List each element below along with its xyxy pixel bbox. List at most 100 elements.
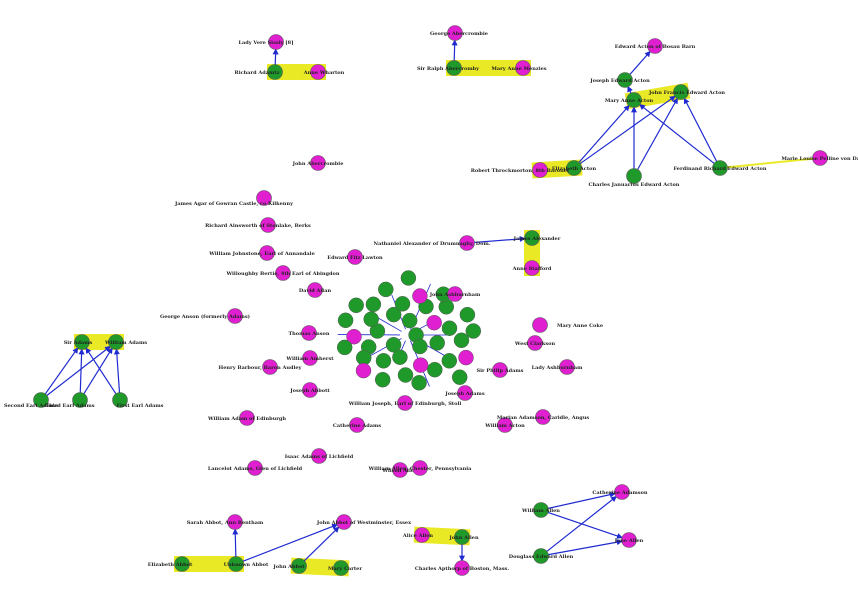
female-node-circle[interactable] [559, 359, 575, 375]
female-node-circle[interactable] [447, 286, 463, 302]
female-node-circle[interactable] [535, 409, 551, 425]
graph-node-n63[interactable]: Charles Apthorp of Boston, Mass. [415, 560, 509, 576]
female-node-circle[interactable] [532, 162, 548, 178]
male-node-circle[interactable] [617, 72, 633, 88]
female-node-circle[interactable] [311, 448, 327, 464]
female-node-circle[interactable] [227, 308, 243, 324]
graph-node-n32[interactable]: Sir Adams [64, 334, 93, 350]
graph-node-n7[interactable]: Edward Acton of Bosau Barn [615, 38, 696, 54]
female-node-circle[interactable] [302, 382, 318, 398]
graph-node-n1[interactable]: Lady Vere Sissly [8] [239, 34, 294, 50]
male-node-circle[interactable] [74, 334, 90, 350]
graph-node-n60[interactable]: Mary Carter [328, 560, 362, 576]
graph-node-n31[interactable]: William Amherst [285, 350, 334, 366]
female-node-circle[interactable] [392, 462, 408, 478]
graph-node-n26[interactable]: George Anson (formerly Adams) [160, 308, 250, 324]
graph-node-n2[interactable]: Richard Adamtz [235, 64, 283, 80]
graph-node-n25[interactable]: John Ashburnham [429, 286, 481, 302]
graph-node-n48[interactable]: Lancelot Adams, Glen of Lichfield [208, 460, 303, 476]
female-node-circle[interactable] [262, 359, 278, 375]
female-node-circle[interactable] [459, 235, 475, 251]
female-node-circle[interactable] [259, 245, 275, 261]
female-node-circle[interactable] [349, 417, 365, 433]
female-node-circle[interactable] [336, 514, 352, 530]
female-node-circle[interactable] [647, 38, 663, 54]
graph-node-n15[interactable]: Robert Throckmorton, 8th Baronet [471, 162, 570, 178]
graph-node-n27[interactable]: David Allan [299, 282, 332, 298]
female-node-circle[interactable] [397, 395, 413, 411]
female-node-circle[interactable] [247, 460, 263, 476]
graph-node-n5[interactable]: Sir Ralph Abercromby [417, 60, 480, 76]
female-node-circle[interactable] [524, 260, 540, 276]
graph-node-n47[interactable]: Isaac Adams of Lichfield [285, 448, 354, 464]
graph-node-n8[interactable]: Joseph Edward Acton [589, 72, 650, 88]
female-node-circle[interactable] [614, 484, 630, 500]
male-node-circle[interactable] [524, 230, 540, 246]
graph-node-n30[interactable]: West Clarkson [514, 335, 556, 351]
male-node-circle[interactable] [108, 334, 124, 350]
graph-node-n41[interactable]: Joseph Abbott [289, 382, 330, 398]
graph-node-n34[interactable]: Second Earl Adams [4, 392, 58, 410]
graph-node-n10[interactable]: John Francis Edward Acton [648, 84, 725, 100]
graph-node-n37[interactable]: Henry Barbour, Baron Audley [219, 359, 303, 375]
graph-node-n53[interactable]: Jane Allen [614, 532, 644, 548]
graph-node-n61[interactable]: Alice Allen [402, 527, 434, 543]
male-node-circle[interactable] [72, 392, 88, 408]
female-node-circle[interactable] [457, 385, 473, 401]
female-node-circle[interactable] [532, 317, 548, 333]
female-node-circle[interactable] [497, 417, 513, 433]
graph-node-n6[interactable]: Mary Anne Menzies [491, 60, 547, 76]
graph-node-n12[interactable]: Charles Januarius Edward Acton [589, 168, 680, 189]
male-node-circle[interactable] [267, 64, 283, 80]
female-node-circle[interactable] [307, 282, 323, 298]
male-node-circle[interactable] [174, 556, 190, 572]
female-node-circle[interactable] [256, 190, 272, 206]
graph-node-n59[interactable]: John Abbot [272, 558, 307, 574]
graph-node-n44[interactable]: Catherine Adams [333, 417, 381, 433]
graph-node-n46[interactable]: Marian Adamson, Caridle, Angus [497, 409, 590, 425]
graph-node-n38[interactable]: Lady Ashburnham [532, 359, 584, 375]
graph-node-n18[interactable]: Nathaniel Alexander of Drumnaghy, Dom. [374, 235, 491, 251]
graph-node-n62[interactable]: John Allen [448, 529, 479, 545]
graph-node-n55[interactable]: Sarah Abbot, Ann Bentham [187, 514, 264, 530]
graph-node-n43[interactable]: Joseph Adams [444, 385, 485, 401]
female-node-circle[interactable] [239, 410, 255, 426]
graph-node-n23[interactable]: Edward Fitz Lawton [327, 249, 383, 265]
male-node-circle[interactable] [228, 556, 244, 572]
graph-node-n50[interactable]: William Allen, Chester, Pennsylvania [368, 460, 473, 476]
graph-node-n39[interactable]: Sir Philip Adams [477, 362, 524, 378]
graph-node-n51[interactable]: William Allen [521, 502, 560, 518]
male-node-circle[interactable] [712, 160, 728, 176]
graph-node-n33[interactable]: William Adams [104, 334, 147, 350]
female-node-circle[interactable] [414, 527, 430, 543]
graph-node-n4[interactable]: George Abercrombie [430, 25, 488, 41]
graph-node-n42[interactable]: William Joseph, Earl of Edinburgh, Stoll [348, 395, 462, 411]
graph-node-n57[interactable]: Elizabeth Abbot [148, 556, 193, 572]
graph-node-n21[interactable]: Richard Ainsworth of Stonlake, Berks [205, 217, 311, 233]
graph-node-n29[interactable]: Mary Anne Coke [532, 317, 604, 333]
female-node-circle[interactable] [454, 560, 470, 576]
female-node-circle[interactable] [812, 150, 828, 166]
graph-node-n3[interactable]: Anne Wharton [303, 64, 345, 80]
female-node-circle[interactable] [347, 249, 363, 265]
graph-node-n36[interactable]: First Earl Adams [112, 392, 164, 410]
graph-node-n56[interactable]: John Abbot of Westminster, Essex [316, 514, 412, 530]
female-node-circle[interactable] [527, 335, 543, 351]
graph-node-n9[interactable]: Mary Anne Acton [605, 92, 654, 108]
graph-node-n35[interactable]: Third Earl Adams [45, 392, 95, 410]
male-node-circle[interactable] [291, 558, 307, 574]
male-node-circle[interactable] [533, 502, 549, 518]
male-node-circle[interactable] [673, 84, 689, 100]
female-node-circle[interactable] [310, 155, 326, 171]
male-node-circle[interactable] [533, 548, 549, 564]
female-node-circle[interactable] [412, 460, 428, 476]
graph-node-n49[interactable]: Wilson Allen [381, 462, 418, 478]
male-node-circle[interactable] [626, 92, 642, 108]
female-node-circle[interactable] [275, 265, 291, 281]
graph-node-n13[interactable]: Ferdinand Richard Edward Acton [673, 160, 767, 176]
graph-node-n24[interactable]: Willoughby Bertie, 4th Earl of Abingdon [226, 265, 340, 281]
graph-node-n22[interactable]: William Johnstone, Earl of Annandale [208, 245, 315, 261]
female-node-circle[interactable] [621, 532, 637, 548]
graph-node-n19[interactable]: James Alexander [513, 230, 561, 246]
graph-node-n28[interactable]: Thomas Anson [288, 325, 330, 341]
